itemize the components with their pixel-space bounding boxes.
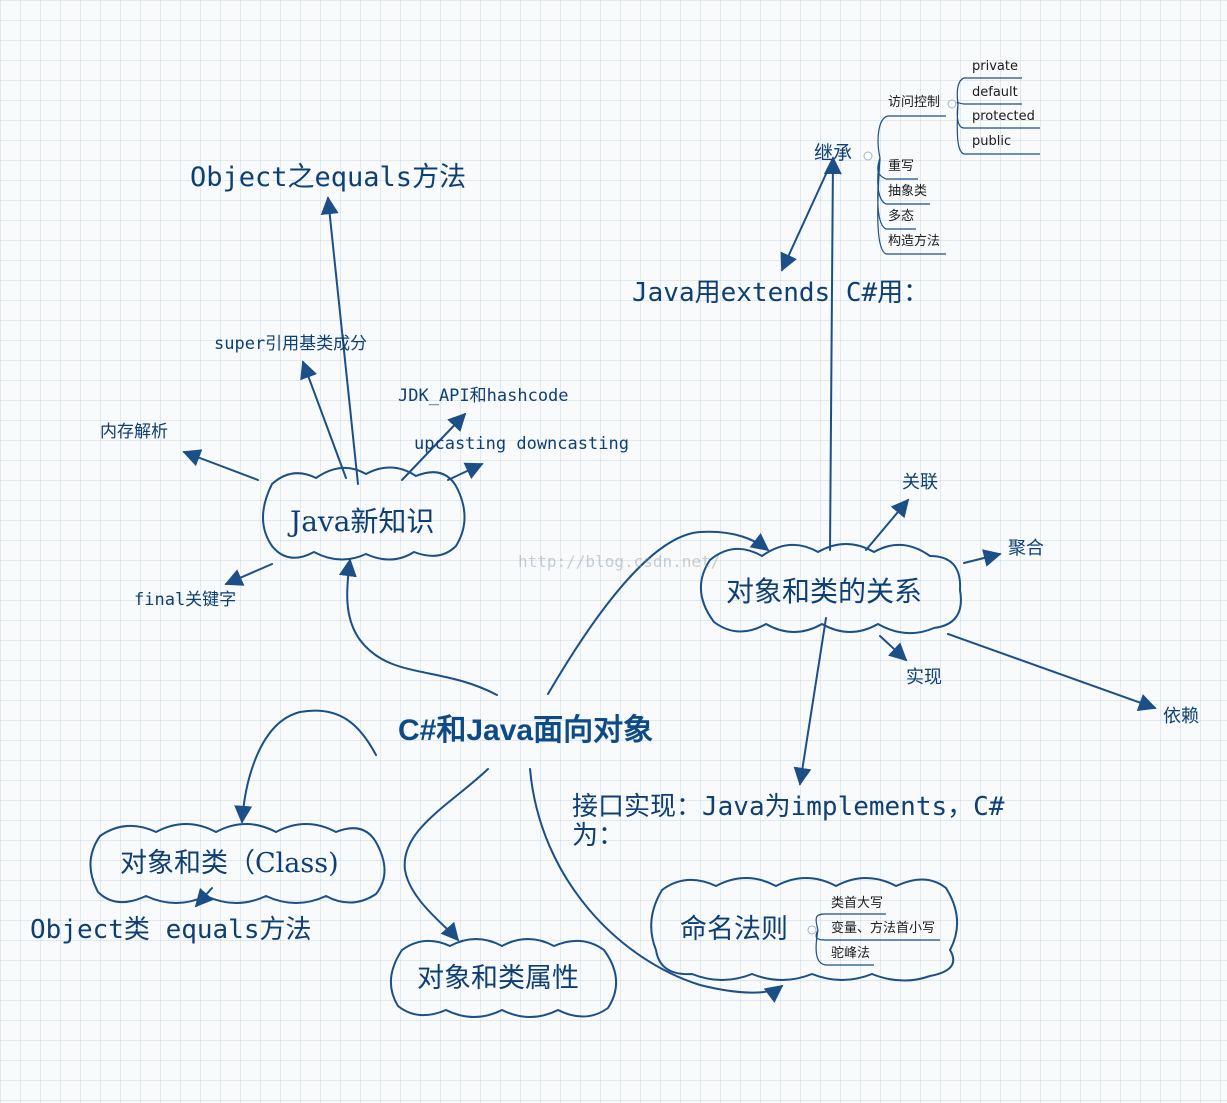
- arrow-central-to-attributes: [403, 768, 489, 942]
- arrow-to-interface: [793, 617, 827, 786]
- cloud-attributes: [390, 938, 618, 1018]
- node-java-new[interactable]: Java新知识: [290, 505, 435, 538]
- naming-camel[interactable]: 驼峰法: [831, 946, 871, 961]
- inherit-polymorphism[interactable]: 多态: [888, 209, 915, 224]
- arrow-to-association: [865, 498, 910, 551]
- node-upcasting[interactable]: upcasting downcasting: [414, 434, 629, 454]
- node-interface-line2[interactable]: 为：: [572, 821, 625, 851]
- collapse-icon-access[interactable]: [947, 99, 957, 109]
- inherit-bracket: [877, 115, 946, 159]
- node-interface-line1[interactable]: 接口实现：Java为implements，C#: [572, 792, 1005, 822]
- node-association[interactable]: 关联: [902, 472, 938, 493]
- watermark: http://blog.csdn.net/: [518, 552, 721, 571]
- node-inherit[interactable]: 继承: [814, 142, 853, 164]
- arrow-to-jdk: [401, 412, 467, 481]
- arrow-to-aggregation: [963, 549, 1002, 567]
- cloud-relations: [699, 543, 962, 635]
- arrow-to-memory: [182, 449, 259, 481]
- cloud-naming: [650, 877, 959, 982]
- arrow-central-to-relations: [547, 530, 770, 695]
- node-attributes[interactable]: 对象和类属性: [417, 963, 579, 994]
- naming-class-upper[interactable]: 类首大写: [831, 896, 884, 911]
- inherit-constructor[interactable]: 构造方法: [888, 234, 941, 249]
- inherit-override[interactable]: 重写: [888, 159, 915, 174]
- access-bracket: [956, 77, 1040, 155]
- node-access-control[interactable]: 访问控制: [888, 95, 941, 110]
- arrow-to-inherit: [823, 156, 842, 551]
- inherit-bracket-lower: [877, 157, 946, 255]
- cloud-java-new: [262, 466, 466, 561]
- node-extends-note[interactable]: Java用extends C#用：: [632, 278, 930, 308]
- naming-var-lower[interactable]: 变量、方法首小写: [831, 921, 936, 936]
- node-relations[interactable]: 对象和类的关系: [726, 575, 923, 608]
- arrow-to-extends: [780, 173, 827, 272]
- arrow-to-dependency: [947, 633, 1157, 712]
- node-aggregation[interactable]: 聚合: [1008, 538, 1044, 559]
- arrow-central-to-naming: [529, 768, 784, 1003]
- arrow-to-realization: [879, 635, 908, 662]
- node-jdk-api[interactable]: JDK_API和hashcode: [398, 386, 569, 406]
- node-dependency[interactable]: 依赖: [1163, 706, 1199, 727]
- access-default[interactable]: default: [972, 85, 1018, 100]
- node-final[interactable]: final关键字: [134, 590, 237, 610]
- collapse-icon-inherit[interactable]: [863, 151, 873, 161]
- naming-bracket: [815, 913, 940, 966]
- access-private[interactable]: private: [972, 59, 1018, 74]
- access-public[interactable]: public: [972, 134, 1012, 149]
- arrow-central-to-java-new: [338, 558, 498, 696]
- node-super[interactable]: super引用基类成分: [214, 334, 368, 354]
- node-object-equals-method[interactable]: Object之equals方法: [190, 162, 467, 193]
- node-memory[interactable]: 内存解析: [100, 422, 168, 442]
- node-object-class[interactable]: 对象和类（Class): [120, 848, 339, 879]
- arrow-to-super: [300, 360, 347, 479]
- arrow-central-to-object-class: [234, 709, 377, 824]
- access-protected[interactable]: protected: [972, 109, 1035, 124]
- arrow-to-equals-method: [320, 196, 359, 485]
- arrow-to-upcasting: [447, 462, 484, 481]
- collapse-icon-naming[interactable]: [807, 925, 817, 935]
- node-object-class-equals[interactable]: Object类 equals方法: [30, 915, 312, 945]
- node-realization[interactable]: 实现: [906, 667, 942, 688]
- cloud-object-class: [89, 823, 386, 904]
- arrow-to-object-equals: [194, 887, 214, 908]
- node-naming[interactable]: 命名法则: [680, 914, 788, 945]
- arrow-to-final: [224, 563, 273, 586]
- inherit-abstract[interactable]: 抽象类: [888, 184, 928, 199]
- central-topic[interactable]: C#和Java面向对象: [398, 714, 654, 747]
